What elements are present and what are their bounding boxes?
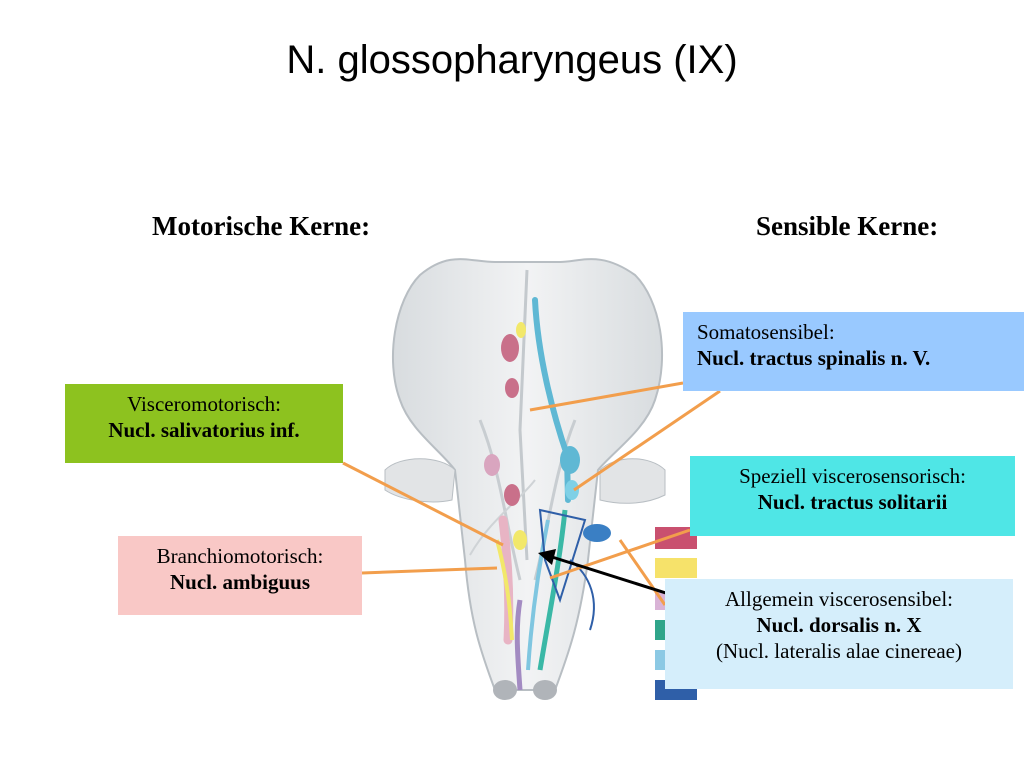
branchiomotor-type: Branchiomotorisch: bbox=[156, 544, 324, 568]
nucleus-abducens bbox=[504, 484, 520, 506]
nucleus-oculomotor bbox=[501, 334, 519, 362]
nuclei bbox=[484, 297, 611, 700]
nucleus-trochlear bbox=[505, 378, 519, 398]
nucleus-yellow-top bbox=[516, 322, 526, 338]
page-title: N. glossopharyngeus (IX) bbox=[286, 38, 738, 82]
hypoglossal-column bbox=[514, 599, 523, 691]
label-special-viscerosensory: Speziell viscerosensorisch: Nucl. tractu… bbox=[690, 456, 1015, 536]
legend-swatch-yellow bbox=[655, 558, 697, 578]
somatosensory-type: Somatosensibel: bbox=[697, 320, 835, 344]
leader-lines bbox=[342, 381, 721, 606]
label-general-viscerosensory: Allgemein viscerosensibel: Nucl. dorsali… bbox=[665, 579, 1013, 689]
visceromotor-nucleus: Nucl. salivatorius inf. bbox=[108, 418, 300, 442]
leader-branchiomotor bbox=[361, 566, 498, 575]
trigeminal-principal-nucleus bbox=[560, 446, 580, 474]
general-viscerosensory-type: Allgemein viscerosensibel: bbox=[724, 587, 954, 611]
cochlear-outline bbox=[538, 508, 587, 604]
somatosensory-nucleus: Nucl. tractus spinalis n. V. bbox=[697, 346, 931, 370]
nucleus-ambiguus bbox=[498, 515, 514, 645]
special-viscerosensory-type: Speziell viscerosensorisch: bbox=[739, 464, 966, 488]
branchiomotor-nucleus: Nucl. ambiguus bbox=[169, 570, 311, 594]
leader-special-viscerosensory bbox=[549, 528, 691, 580]
dorsal-vagal-column bbox=[526, 519, 550, 671]
trigeminal-pontine bbox=[565, 480, 579, 500]
motor-nuclei-heading: Motorische Kerne: bbox=[152, 211, 371, 241]
label-visceromotor: Visceromotorisch: Nucl. salivatorius inf… bbox=[65, 384, 343, 463]
sensory-nuclei-heading: Sensible Kerne: bbox=[756, 211, 939, 241]
leader-general-viscerosensory bbox=[618, 539, 667, 606]
general-viscerosensory-alias: (Nucl. lateralis alae cinereae) bbox=[715, 639, 962, 663]
brainstem-illustration bbox=[384, 258, 666, 691]
general-viscerosensory-nucleus: Nucl. dorsalis n. X bbox=[756, 613, 922, 637]
visceromotor-type: Visceromotorisch: bbox=[127, 392, 281, 416]
spinal-root-right bbox=[533, 680, 557, 700]
spinal-root-left bbox=[493, 680, 517, 700]
yellow-column bbox=[495, 539, 514, 641]
vestibular-nucleus bbox=[583, 524, 611, 542]
nucleus-salivatory-inf bbox=[513, 530, 527, 550]
leader-visceromotor bbox=[342, 461, 504, 547]
label-somatosensory: Somatosensibel: Nucl. tractus spinalis n… bbox=[683, 312, 1024, 391]
nucleus-salivatory-sup bbox=[484, 454, 500, 476]
leader-somatosensory-1 bbox=[529, 381, 684, 412]
label-branchiomotor: Branchiomotorisch: Nucl. ambiguus bbox=[118, 536, 362, 615]
leader-somatosensory-2 bbox=[573, 389, 721, 492]
special-viscerosensory-nucleus: Nucl. tractus solitarii bbox=[757, 490, 948, 514]
